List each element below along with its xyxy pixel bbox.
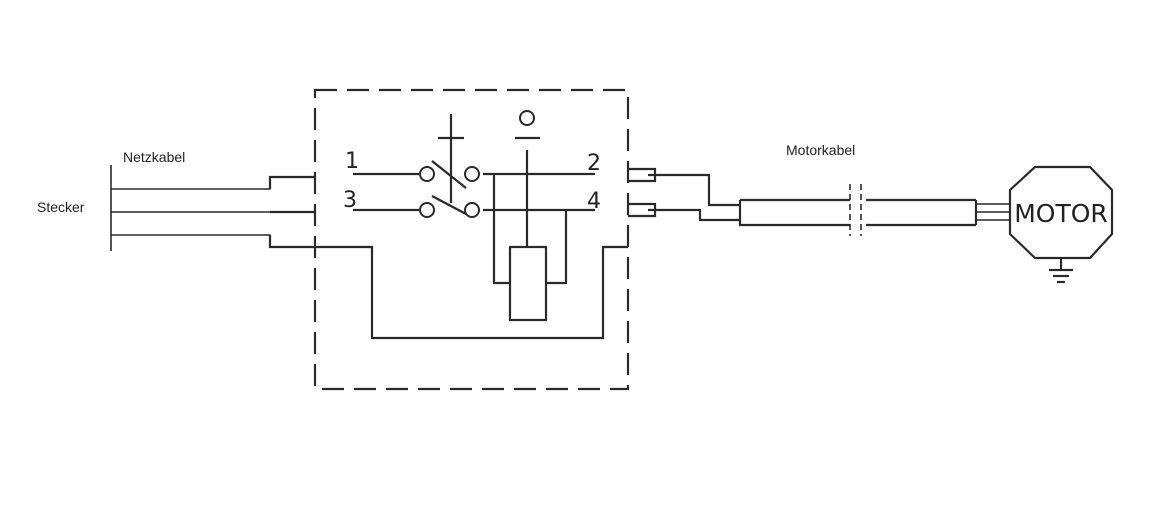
motor-cable — [738, 184, 1010, 236]
terminal-4-label: 4 — [587, 189, 601, 214]
output-terminals — [628, 167, 740, 222]
internal-wiring — [353, 150, 595, 285]
terminal-3-label: 3 — [343, 188, 357, 213]
netzkabel-label: Netzkabel — [123, 149, 185, 165]
terminal-1-label: 1 — [345, 149, 359, 174]
motor-icon: MOTOR — [1008, 165, 1114, 260]
switch-contacts — [419, 110, 540, 218]
relay-coil-icon — [508, 245, 548, 322]
stecker-label: Stecker — [37, 199, 85, 215]
input-terminals — [268, 175, 628, 340]
terminal-2-label: 2 — [587, 151, 601, 176]
ground-icon — [1049, 258, 1073, 284]
switch-housing — [313, 88, 630, 391]
motorkabel-label: Motorkabel — [786, 142, 855, 158]
motor-label: MOTOR — [1014, 199, 1108, 228]
mains-cable — [110, 165, 270, 251]
